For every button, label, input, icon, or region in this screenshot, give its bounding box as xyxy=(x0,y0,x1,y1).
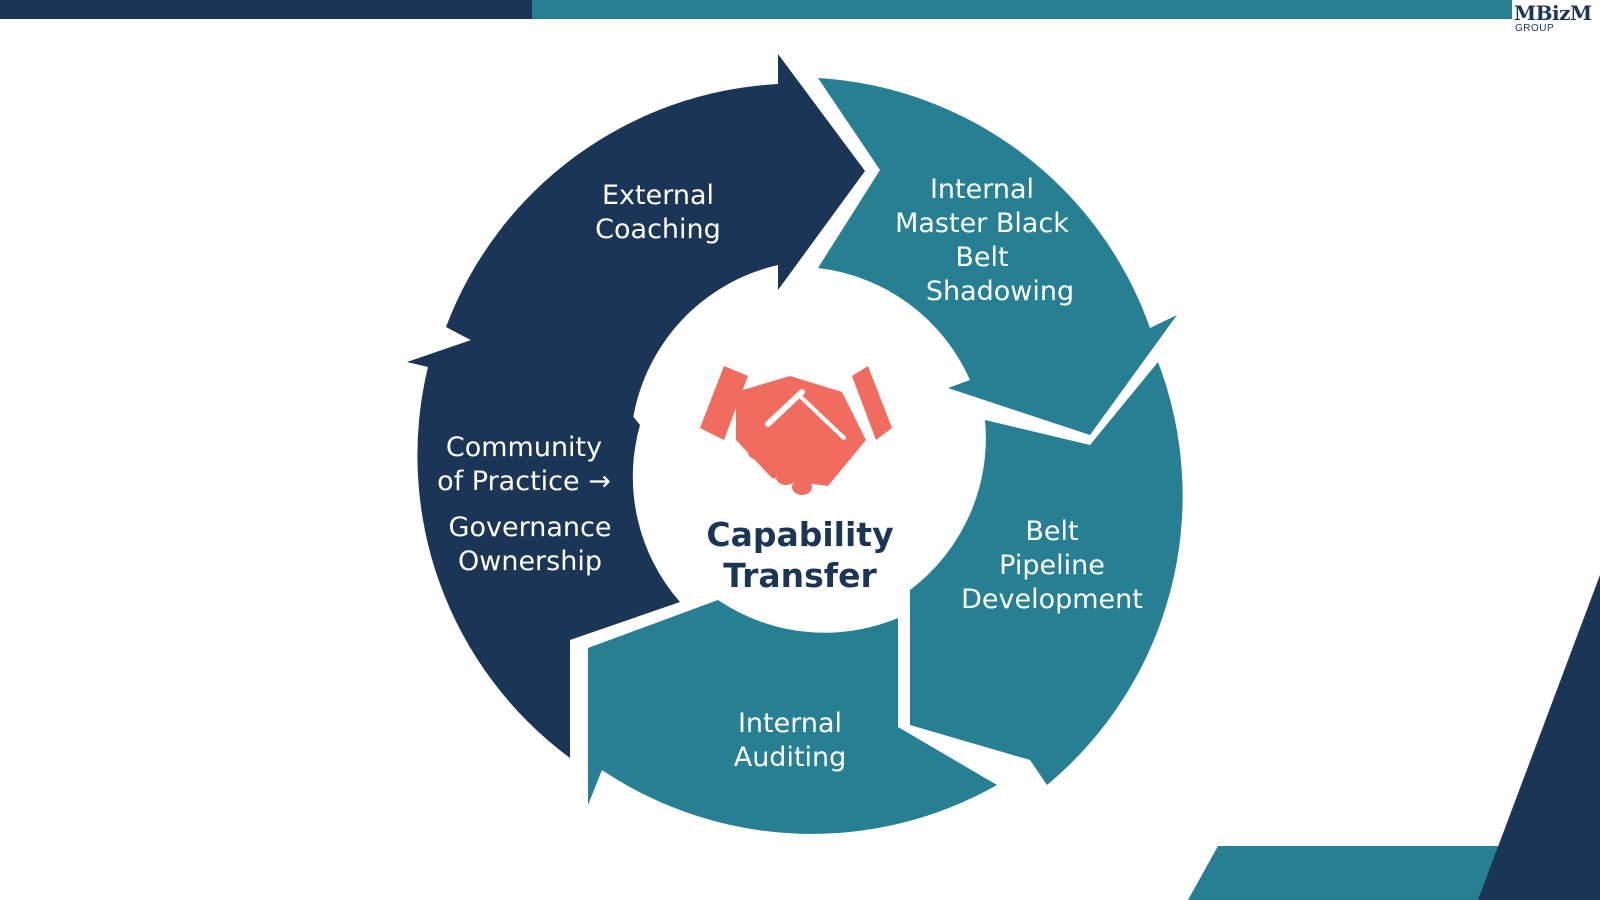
label-shadowing-line-4: Shadowing xyxy=(926,276,1074,307)
center-title-line-1: Capability xyxy=(706,515,893,554)
segment-community-of-practice xyxy=(407,313,680,758)
label-belt-pipeline-line-3: Development xyxy=(961,584,1143,615)
label-community-line-1: Community xyxy=(446,432,602,463)
label-external-coaching-line-1: External xyxy=(602,180,714,211)
label-community-line-2: of Practice → xyxy=(437,466,611,497)
label-belt-pipeline-line-2: Pipeline xyxy=(999,550,1105,581)
logo-subtitle: GROUP xyxy=(1515,23,1555,34)
top-bar-teal xyxy=(532,0,1512,19)
logo-wordmark: MBizM xyxy=(1514,1,1592,25)
top-bar-navy xyxy=(0,0,532,19)
center-title-line-2: Transfer xyxy=(723,556,877,595)
corner-shape-navy xyxy=(1478,575,1600,900)
handshake-icon xyxy=(700,366,892,495)
label-belt-pipeline-line-1: Belt xyxy=(1025,516,1078,547)
label-internal-auditing-line-1: Internal xyxy=(738,708,842,739)
company-logo: MBizM GROUP xyxy=(1514,2,1600,36)
label-internal-auditing-line-2: Auditing xyxy=(734,742,847,773)
label-external-coaching-line-2: Coaching xyxy=(595,214,721,245)
label-shadowing-line-2: Master Black xyxy=(895,208,1069,239)
segment-internal-auditing xyxy=(588,600,997,834)
label-community-line-4: Ownership xyxy=(458,546,602,577)
label-community-line-3: Governance xyxy=(449,512,612,543)
label-shadowing-line-3: Belt xyxy=(955,242,1008,273)
segment-belt-pipeline-development xyxy=(910,362,1183,785)
label-shadowing-line-1: Internal xyxy=(930,174,1034,205)
segment-internal-master-black-belt-shadowing xyxy=(818,78,1177,435)
